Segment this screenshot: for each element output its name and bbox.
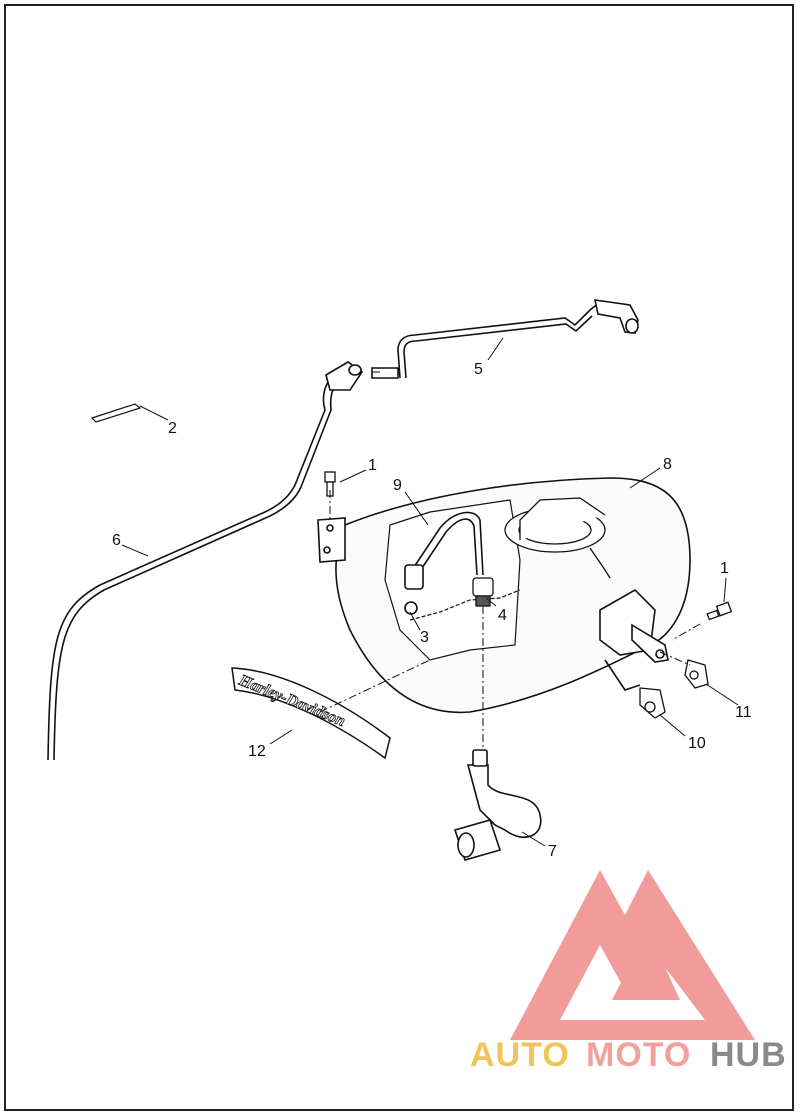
alignment-lines [319,371,701,748]
clip-2 [90,403,142,423]
clip-10 [639,687,666,719]
fitting-4 [472,577,494,607]
watermark-moto: MOTO [586,1036,691,1074]
diagram-frame [4,4,794,1111]
callout-5: 5 [474,361,483,378]
callout-1b: 1 [720,560,729,577]
callout-3: 3 [420,629,429,646]
callout-2: 2 [168,420,177,437]
watermark-hub: HUB [710,1036,787,1074]
clip-11 [684,659,709,689]
watermark-auto: AUTO [470,1036,570,1074]
screw-1-right [706,601,733,621]
callout-labels: 1 1 2 3 4 5 6 7 8 9 10 11 12 [112,361,752,860]
callout-6: 6 [112,532,121,549]
callout-11: 11 [735,704,752,721]
screw-1-left [324,471,336,497]
callout-4: 4 [498,607,507,624]
long-line [47,361,364,761]
fuel-pump-plate [504,497,611,579]
callout-12: 12 [248,743,266,760]
callout-8: 8 [663,456,672,473]
callout-10: 10 [688,735,706,752]
fuel-supply-hose [453,749,542,861]
tank-cutaway [384,499,521,661]
watermark-logo [510,870,755,1040]
leader-lines [121,337,739,847]
watermark-text: AUTO MOTO HUB [470,1036,787,1074]
callout-7: 7 [548,843,557,860]
callout-1a: 1 [368,457,377,474]
vent-hose [371,299,639,379]
callout-9: 9 [393,477,402,494]
